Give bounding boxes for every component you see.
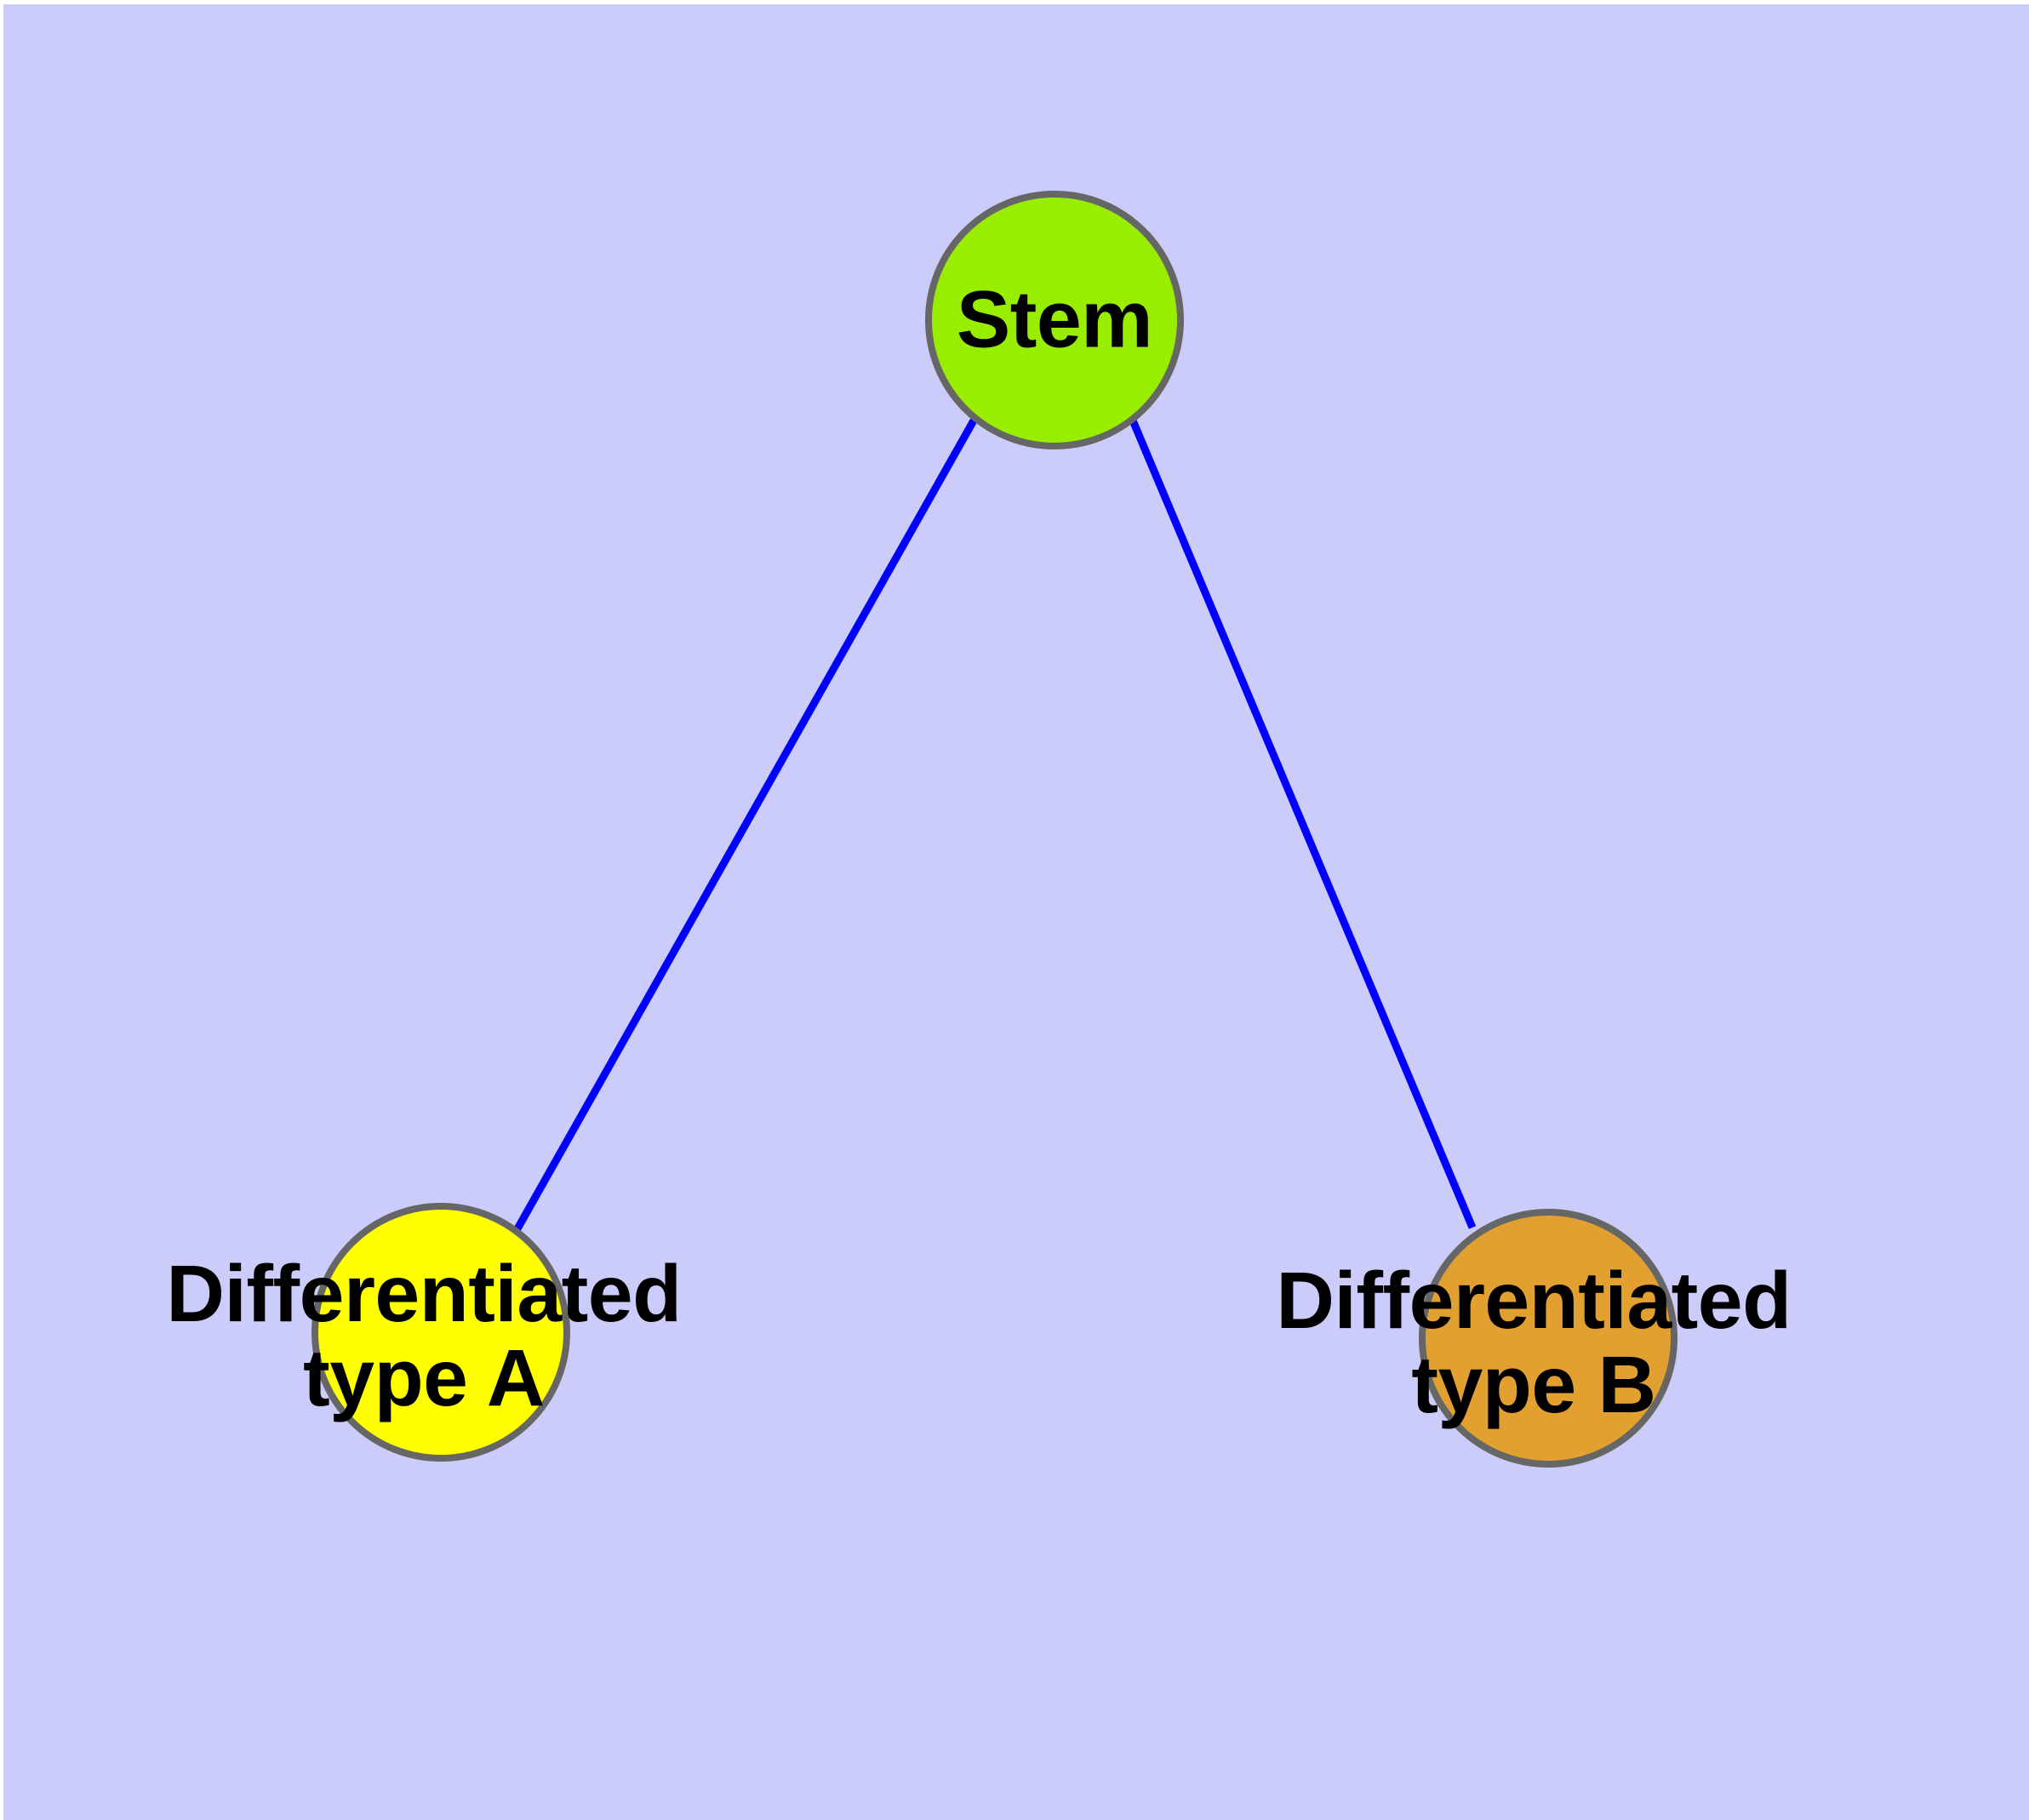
node-diff-b-circle[interactable] [1419,1209,1677,1468]
edge-stem-to-diff-a[interactable] [512,418,977,1234]
edge-stem-to-diff-b[interactable] [1129,419,1477,1229]
edge-layer [512,418,1477,1234]
node-diff-a-circle[interactable] [311,1203,570,1462]
node-stem-circle[interactable] [925,191,1184,449]
node-layer [311,191,1677,1468]
